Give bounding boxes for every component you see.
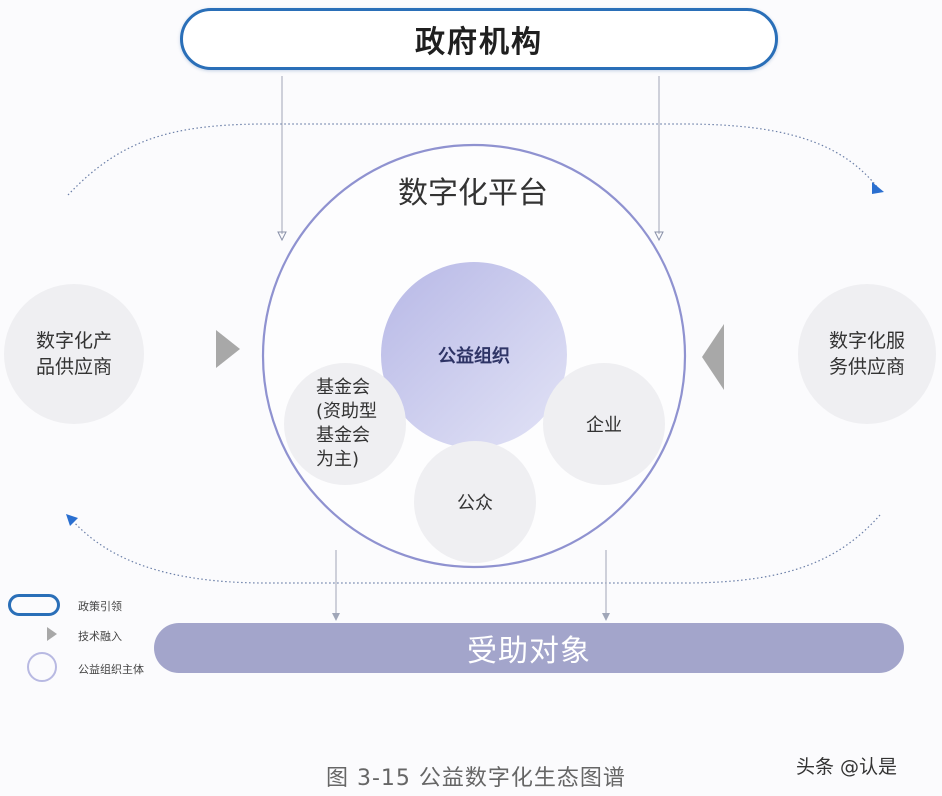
legend-circle-icon — [27, 652, 57, 682]
government-label: 政府机构 — [415, 25, 543, 60]
arrow-down-icon — [602, 613, 610, 621]
service-supplier-circle: 数字化服 务供应商 — [798, 284, 936, 424]
legend-rounded-rect-icon — [8, 594, 60, 616]
foundation-circle: 基金会 (资助型 基金会 为主) — [284, 363, 406, 485]
nonprofit-org-label: 公益组织 — [438, 346, 510, 367]
public-circle: 公众 — [414, 441, 536, 563]
enterprise-label: 企业 — [586, 415, 622, 436]
product-supplier-circle: 数字化产 品供应商 — [4, 284, 144, 424]
foundation-line4: 为主) — [316, 449, 360, 470]
government-box: 政府机构 — [180, 8, 778, 70]
arrow-down-icon — [277, 231, 287, 242]
triangle-left-icon — [702, 324, 724, 390]
arrow-down-icon — [332, 613, 340, 621]
legend-label-org: 公益组织主体 — [78, 663, 144, 676]
watermark: 头条 @认是 — [796, 756, 898, 778]
supplier-right-line1: 数字化服 — [828, 330, 905, 352]
supplier-left-line2: 品供应商 — [35, 356, 112, 378]
figure-caption: 图 3-15 公益数字化生态图谱 — [326, 766, 626, 791]
arrowhead-bottom-left-icon — [66, 514, 78, 526]
supplier-left-line1: 数字化产 — [35, 330, 112, 352]
cycle-arc-bottom — [71, 514, 881, 584]
public-label: 公众 — [457, 493, 493, 514]
legend-label-tech: 技术融入 — [78, 630, 122, 643]
nonprofit-org-circle: 公益组织 — [381, 262, 567, 448]
legend-triangle-icon — [47, 627, 57, 641]
arrowhead-top-right-icon — [872, 182, 884, 194]
triangle-right-icon — [216, 330, 240, 368]
foundation-line1: 基金会 — [316, 377, 370, 398]
supplier-right-line2: 务供应商 — [828, 356, 905, 378]
legend-label-policy: 政策引领 — [78, 600, 122, 613]
beneficiary-bar: 受助对象 — [154, 623, 904, 673]
arrow-down-icon — [654, 231, 664, 242]
legend: 政策引领 技术融入 公益组织主体 — [0, 590, 160, 682]
beneficiary-label: 受助对象 — [467, 634, 591, 669]
platform-title: 数字化平台 — [398, 176, 548, 211]
foundation-line2: (资助型 — [316, 401, 378, 422]
foundation-line3: 基金会 — [316, 425, 370, 446]
enterprise-circle: 企业 — [543, 363, 665, 485]
